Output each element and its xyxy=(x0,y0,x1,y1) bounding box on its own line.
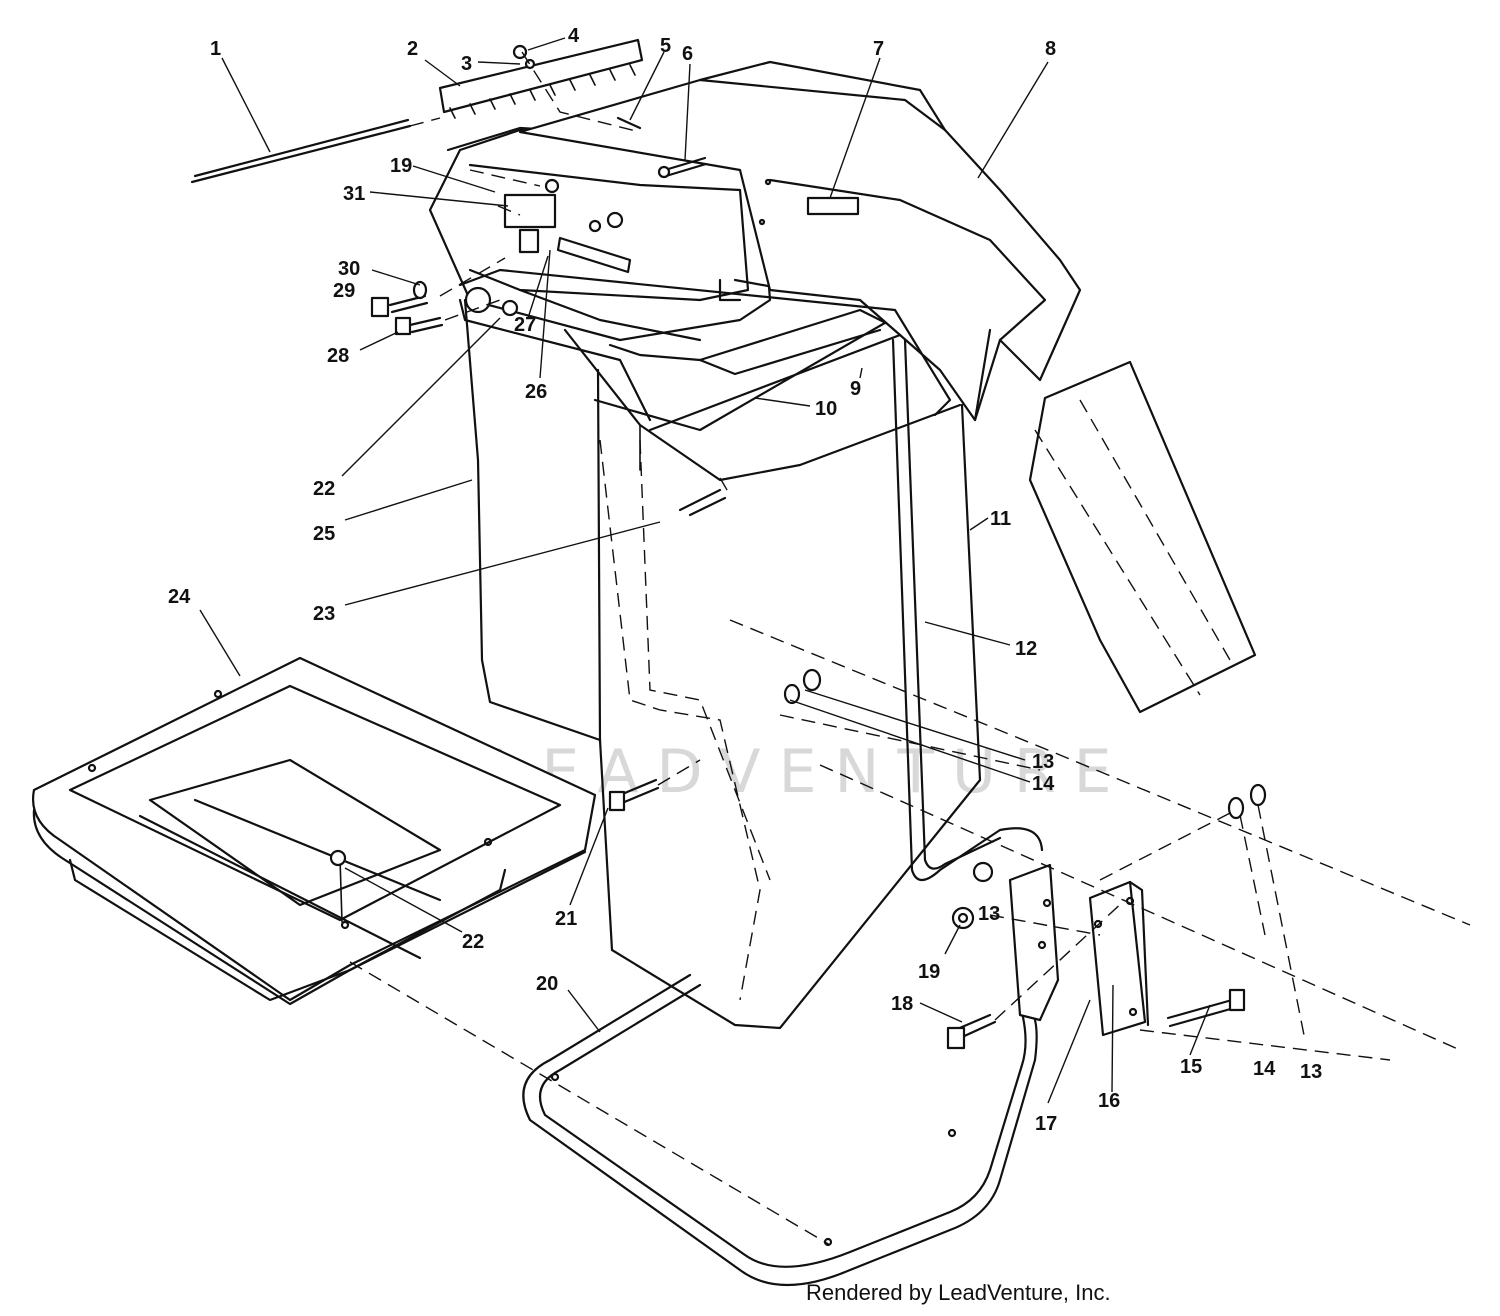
hinge-bracket-part xyxy=(1008,863,1060,1022)
callout-17: 17 xyxy=(1035,1113,1057,1135)
callout-15: 15 xyxy=(1180,1056,1202,1078)
callout-19b: 19 xyxy=(390,155,412,177)
callout-9: 9 xyxy=(850,378,861,400)
callout-24: 24 xyxy=(168,586,191,608)
callout-19a: 19 xyxy=(918,961,940,983)
callout-29: 29 xyxy=(333,280,355,302)
callout-8: 8 xyxy=(1045,38,1056,60)
callout-labels: 1 2 3 4 5 6 7 8 9 10 11 12 13 14 13 19 1… xyxy=(168,25,1322,1135)
callout-16: 16 xyxy=(1098,1090,1120,1112)
collector-bag-part xyxy=(463,298,982,1030)
handle-frame-part xyxy=(522,338,1044,1286)
hardware-fasteners xyxy=(370,44,1267,1050)
assembly-lines xyxy=(349,51,1471,1246)
callout-10: 10 xyxy=(815,398,837,420)
mount-plate-part xyxy=(1088,880,1150,1037)
callout-1: 1 xyxy=(210,38,221,60)
callout-6: 6 xyxy=(682,43,693,65)
callout-30: 30 xyxy=(338,258,360,280)
callout-13c: 13 xyxy=(1300,1061,1322,1083)
discharge-chute-part xyxy=(518,60,1082,422)
callout-5: 5 xyxy=(660,35,671,57)
callout-3: 3 xyxy=(461,53,472,75)
callout-13b: 13 xyxy=(978,903,1000,925)
callout-26: 26 xyxy=(525,381,547,403)
rod-part xyxy=(190,118,412,184)
callout-25: 25 xyxy=(313,523,335,545)
seal-strip-part xyxy=(438,38,644,119)
callout-leaders xyxy=(199,37,1211,1104)
callout-4: 4 xyxy=(568,25,580,47)
callout-11: 11 xyxy=(990,508,1011,530)
lid-panel-part xyxy=(1028,360,1257,714)
credit-text: Rendered by LeadVenture, Inc. xyxy=(806,1280,1111,1305)
callout-7: 7 xyxy=(873,38,884,60)
callout-14a: 14 xyxy=(1032,773,1055,795)
callout-2: 2 xyxy=(407,38,418,60)
callout-12: 12 xyxy=(1015,638,1037,660)
callout-31: 31 xyxy=(343,183,365,205)
callout-28: 28 xyxy=(327,345,349,367)
callout-23: 23 xyxy=(313,603,335,625)
callout-13a: 13 xyxy=(1032,751,1054,773)
callout-27: 27 xyxy=(514,314,536,336)
callout-18: 18 xyxy=(891,993,913,1015)
callout-14b: 14 xyxy=(1253,1058,1276,1080)
callout-22a: 22 xyxy=(313,478,335,500)
callout-21: 21 xyxy=(555,908,577,930)
callout-22b: 22 xyxy=(462,931,484,953)
callout-20: 20 xyxy=(536,973,558,995)
tray-part xyxy=(32,656,597,1006)
